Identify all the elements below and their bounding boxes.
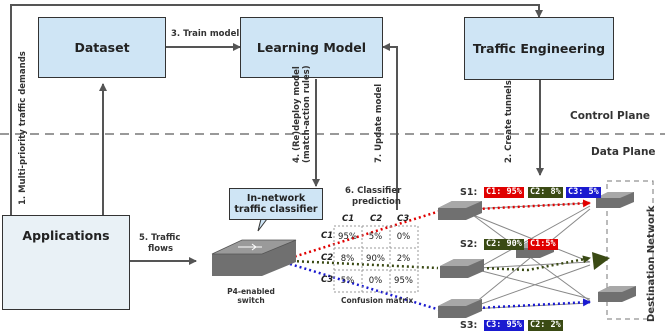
cm-cell-1-1: 90% (366, 254, 385, 264)
cm-row-c3: C3 (321, 275, 334, 285)
p4-switch-icon (211, 239, 297, 276)
step5-label-line2: flows (148, 244, 174, 254)
s3-tag-c2: C2: 2% (528, 320, 563, 331)
applications-label: Applications (22, 228, 110, 243)
in-network-classifier-box: In-network traffic classifier (229, 188, 323, 220)
step2-label: 2. Create tunnels (504, 80, 514, 163)
confusion-matrix-grid (333, 225, 419, 293)
control-plane-label: Control Plane (570, 110, 651, 122)
s2-label: S2: (460, 239, 478, 250)
cm-cell-1-0: 8% (340, 254, 355, 264)
s2-switch-icon (440, 259, 484, 278)
cm-cell-2-1: 0% (368, 276, 383, 286)
cm-row-c1: C1 (321, 231, 334, 241)
s1-switch-icon (438, 201, 482, 220)
top-loop-arrow (10, 4, 543, 215)
c2-flow (291, 259, 439, 270)
dest-switch-2-icon (598, 286, 636, 302)
cm-cell-2-2: 95% (394, 276, 413, 286)
cm-cell-0-1: 5% (368, 232, 383, 242)
traffic-engineering-box: Traffic Engineering (464, 17, 614, 80)
data-plane-label: Data Plane (591, 146, 656, 158)
step5-label-line1: 5. Traffic (139, 233, 181, 243)
step1-label: 1. Multi-priority traffic demands (18, 51, 28, 205)
confusion-matrix-title: Confusion matrix (341, 296, 414, 305)
c2-flow-out (481, 255, 591, 272)
learning-model-label: Learning Model (256, 40, 367, 55)
cm-cell-0-2: 0% (396, 232, 411, 242)
step4-label-line2: (match-action rules) (302, 65, 312, 163)
s1-tag-c2: C2: 8% (528, 187, 563, 198)
s2-tag-c1: C1:5% (528, 239, 558, 250)
destination-network-box (606, 180, 654, 320)
s1-tag-c1: C1: 95% (484, 187, 524, 198)
cm-row-c2: C2 (321, 253, 334, 263)
step6-label-line2: prediction (352, 197, 401, 207)
cm-col-c1: C1 (342, 214, 355, 224)
dest-triangle-icon (592, 252, 610, 270)
step6-label-line1: 6. Classifier (345, 186, 402, 196)
step4-label-line1: 4. (Re)deploy model (292, 66, 302, 163)
step7-label: 7. Update model (374, 83, 384, 163)
traffic-engineering-label: Traffic Engineering (472, 41, 606, 56)
s1-tag-c3: C3: 5% (566, 187, 601, 198)
dataset-label: Dataset (74, 40, 130, 55)
s3-tag-c3: C3: 95% (484, 320, 524, 331)
cm-col-c3: C3 (397, 214, 410, 224)
update-arrow (382, 43, 398, 210)
cm-cell-1-2: 2% (396, 254, 411, 264)
s1-label: S1: (460, 187, 478, 198)
cm-cell-0-0: 95% (338, 232, 357, 242)
destination-network-label: Destination Network (646, 205, 657, 322)
s3-label: S3: (460, 320, 478, 331)
s3-switch-icon (438, 299, 482, 318)
learning-model-box: Learning Model (240, 17, 383, 78)
in-network-classifier-label: In-network traffic classifier (234, 193, 318, 215)
p4-switch-label: P4-enabled switch (227, 287, 275, 305)
step3-label: 3. Train model (171, 29, 240, 39)
cm-col-c2: C2 (370, 214, 383, 224)
dataset-box: Dataset (38, 17, 166, 78)
dest-switch-1-icon (596, 192, 634, 208)
applications-box: Applications (2, 215, 130, 310)
cm-cell-2-0: 5% (340, 276, 355, 286)
s2-tag-c2: C2: 90% (484, 239, 524, 250)
